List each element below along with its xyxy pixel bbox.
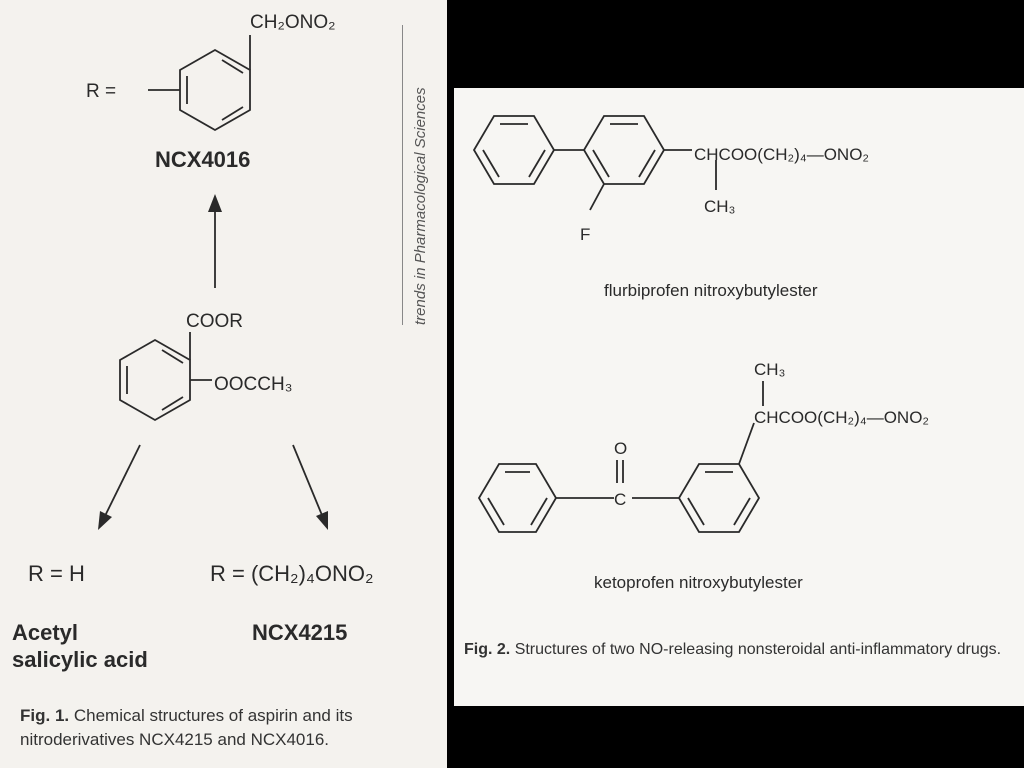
fig2-caption: Fig. 2. Structures of two NO-releasing n… [464,638,1014,662]
ketoprofen-ch3-label: CH₃ [754,360,785,379]
flurbiprofen-f-label: F [580,225,590,244]
coor-label: COOR [186,311,243,332]
ketoprofen-o-label: O [614,439,627,458]
fig2-caption-bold: Fig. 2. [464,641,511,658]
journal-rule [402,25,403,325]
fig2-structures: CHCOO(CH₂)₄—ONO₂ CH₃ F flurbiprofen nitr… [472,115,929,592]
ooccH3-label: OOCCH₃ [214,374,292,395]
r-equals-label: R = [86,81,116,102]
ketoprofen-carbonyl [616,460,624,483]
arrow-down-right [292,444,328,530]
ch2ono2-label: CH₂ONO₂ [250,12,335,33]
acetyl-label: Acetyl [12,620,78,645]
r-h-label: R = H [28,561,85,586]
ketoprofen-chain-label: CHCOO(CH₂)₄—ONO₂ [754,408,929,427]
ketoprofen-name: ketoprofen nitroxybutylester [594,573,803,592]
flurbiprofen-name: flurbiprofen nitroxybutylester [604,281,818,300]
fig2-caption-text: Structures of two NO-releasing nonsteroi… [514,641,1002,658]
flurbiprofen-phenyl-ring [472,115,584,185]
r-ch2-label: R = (CH₂)₄ONO₂ [210,561,374,586]
ketoprofen-c-label: C [614,490,626,509]
salicylic-acid-label: salicylic acid [12,647,148,672]
flurbiprofen-chain-label: CHCOO(CH₂)₄—ONO₂ [694,145,869,164]
figure-1-panel: trends in Pharmacological Sciences R = C… [0,0,447,768]
fig1-caption-bold: Fig. 1. [20,706,70,725]
arrow-down-left [98,444,141,530]
ketoprofen-benzoyl-ring [632,381,764,533]
flurbiprofen-ch3-label: CH₃ [704,197,735,216]
ncx4215-label: NCX4215 [252,620,347,645]
fig1-caption-text: Chemical structures of aspirin and its n… [20,706,353,749]
fig1-caption: Fig. 1. Chemical structures of aspirin a… [20,704,440,752]
ketoprofen-phenyl-ring [477,463,614,533]
flurbiprofen-fluorophenyl-ring [582,115,717,211]
fig1-structures: R = CH₂ONO₂ NCX4016 COOR OOCCH₃ [12,12,374,672]
figure-2-panel: CHCOO(CH₂)₄—ONO₂ CH₃ F flurbiprofen nitr… [454,88,1024,706]
aspirin-benzene-ring [119,332,212,422]
ncx4016-benzene-ring [148,35,251,132]
ncx4016-label: NCX4016 [155,147,250,172]
arrow-up [208,194,222,288]
